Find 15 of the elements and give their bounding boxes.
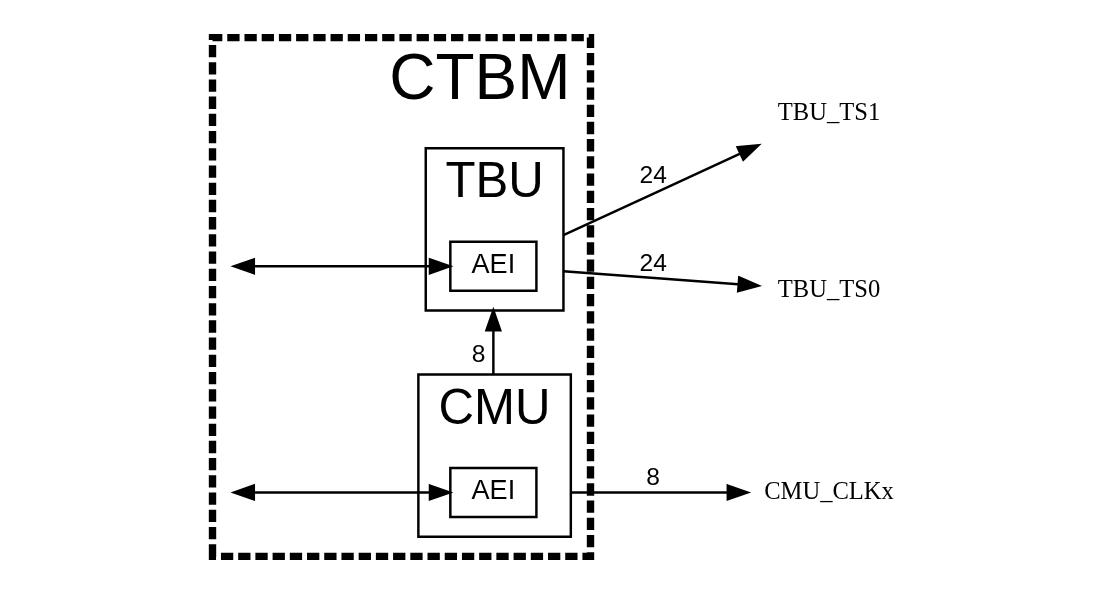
node-box: AEI xyxy=(449,466,538,519)
edge-label: 8 xyxy=(646,463,661,491)
edge-label: 24 xyxy=(639,160,667,188)
arrow xyxy=(230,257,454,275)
node-box: AEI xyxy=(449,240,538,293)
arrow xyxy=(563,270,763,293)
node-text: CMU_CLKx xyxy=(764,476,894,504)
arrow xyxy=(562,143,762,237)
edge-label: 8 xyxy=(471,339,486,367)
edge-label: 24 xyxy=(639,249,667,277)
arrow xyxy=(230,483,454,502)
node-text: TBU_TS0 xyxy=(777,275,881,302)
arrow xyxy=(484,306,502,375)
node-text: TBU_TS1 xyxy=(777,97,881,125)
arrow xyxy=(570,483,752,502)
